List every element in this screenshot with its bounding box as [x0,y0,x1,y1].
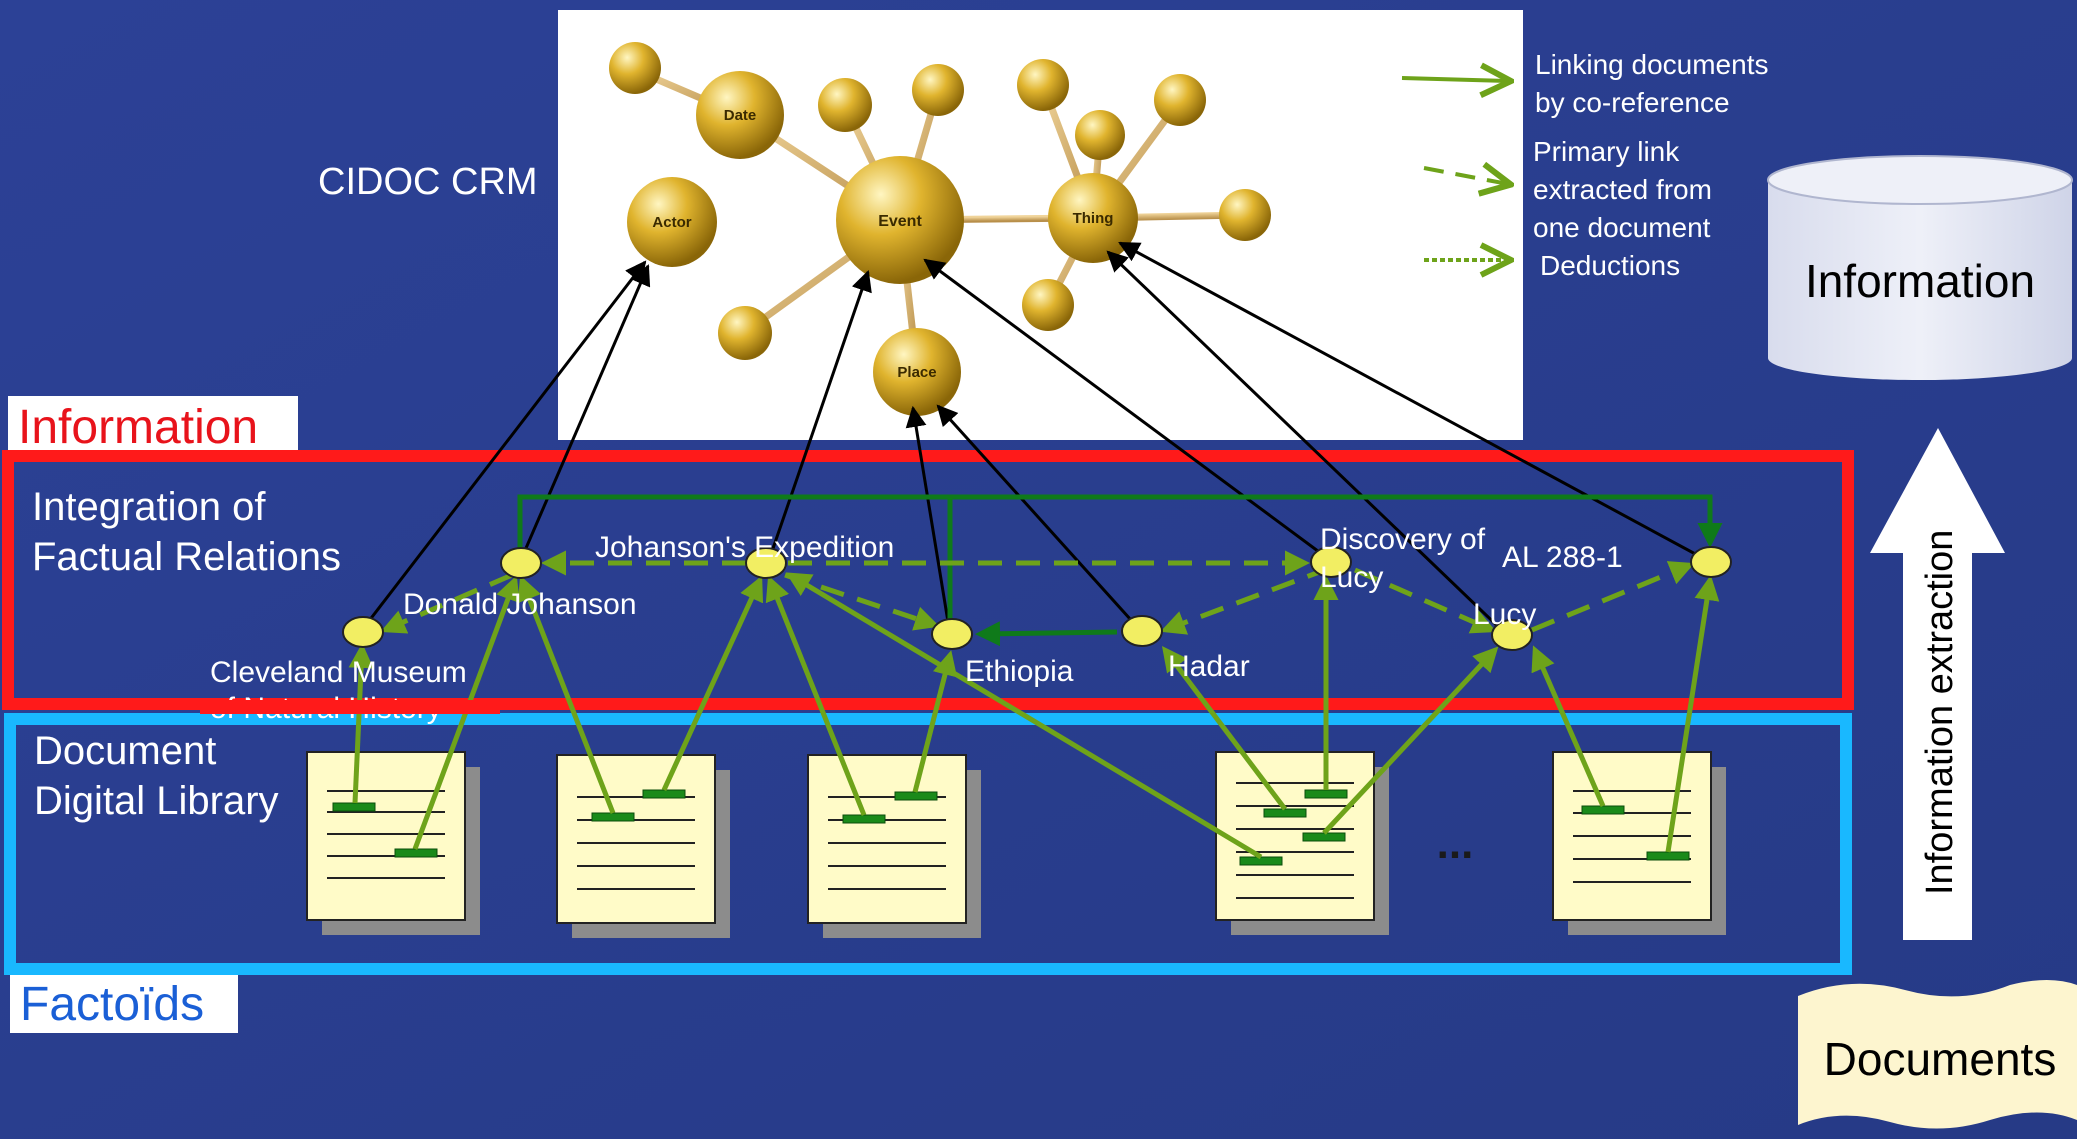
document-3 [807,754,981,938]
integration-box-bottom-edge [200,700,500,714]
node-discovery [1310,546,1352,578]
label-al288: AL 288-1 [1502,541,1623,574]
document-2 [556,754,730,938]
label-discovery-2: Lucy [1320,561,1383,594]
entity-labels: Donald Johanson Johanson's Expedition Di… [210,523,1623,725]
library-title-1: Document [34,729,216,773]
node-cleveland [342,616,384,648]
legend-dashed-label-2: extracted from [1533,174,1712,205]
crm-node-actor: Actor [652,214,691,231]
crm-node-date: Date [724,107,757,124]
node-al288 [1690,546,1732,578]
legend-dashed-label-1: Primary link [1533,136,1680,167]
factoids-tag-label: Factoïds [20,978,204,1031]
primary-links [380,550,1695,635]
crm-node-event: Event [878,213,922,230]
node-ethiopia [931,618,973,650]
document-5 [1552,751,1726,935]
documents-shape: Documents [1798,980,2077,1129]
node-donald [500,547,542,579]
information-cylinder: Information [1767,155,2073,380]
crm-title: CIDOC CRM [318,161,538,203]
documents: ... [306,751,1726,938]
cylinder-label: Information [1805,255,2035,307]
library-title-2: Digital Library [34,779,279,823]
node-hadar [1121,615,1163,647]
extraction-arrow-label: Information extraction [1919,530,1961,895]
legend-dashed-arrow [1423,168,1508,184]
crm-links [360,241,1713,640]
crm-node-place: Place [897,364,936,381]
legend-solid-label-1: Linking documents [1535,49,1768,80]
documents-label: Documents [1824,1033,2057,1085]
legend: Linking documents by co-reference Primar… [1401,49,1768,281]
legend-solid-arrow [1401,78,1508,81]
library-box [4,713,1852,975]
label-discovery-1: Discovery of [1320,523,1486,556]
label-lucy: Lucy [1473,598,1536,631]
label-hadar: Hadar [1168,650,1250,683]
legend-solid-label-2: by co-reference [1535,87,1730,118]
label-cleveland-1: Cleveland Museum [210,656,467,689]
information-tag-label: Information [18,401,258,454]
extraction-arrow: Information extraction [1870,428,2005,940]
node-expedition [745,547,787,579]
factoids-tag [10,975,238,1033]
node-lucy [1491,619,1533,651]
label-ethiopia: Ethiopia [965,655,1074,688]
label-expedition: Johanson's Expedition [595,531,894,564]
integration-title-2: Factual Relations [32,535,341,579]
crm-graph: Date Actor Event Thing Place [609,42,1271,416]
coreference-links [348,572,1720,860]
deduction-links [517,494,1723,647]
integration-title-1: Integration of [32,485,266,529]
entity-nodes [342,546,1732,651]
legend-dotted-label: Deductions [1540,250,1680,281]
integration-box [2,450,1854,710]
label-donald: Donald Johanson [403,588,637,621]
legend-dashed-label-3: one document [1533,212,1711,243]
document-4 [1215,751,1389,935]
document-1 [306,751,480,935]
ellipsis: ... [1437,819,1474,868]
information-tag [8,396,298,454]
crm-node-thing: Thing [1073,210,1114,227]
